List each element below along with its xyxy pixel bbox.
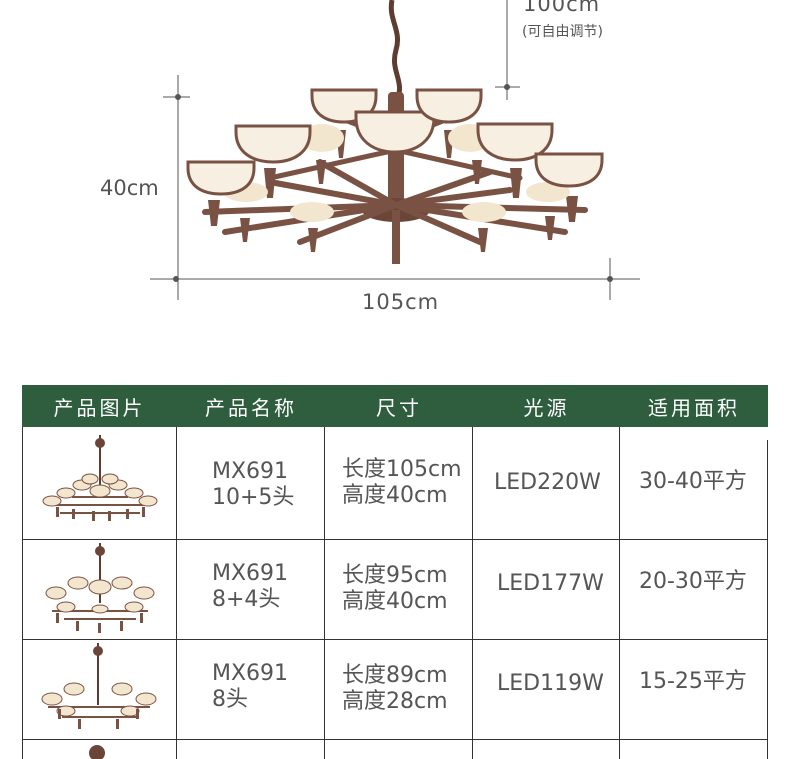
light-source: LED119W	[497, 671, 604, 696]
model-heads: 8头	[212, 687, 248, 712]
area-value: 20-30平方	[639, 569, 747, 594]
height-value: 高度40cm	[342, 589, 448, 614]
width-label: 105cm	[362, 290, 440, 314]
product-thumbnail	[41, 643, 157, 729]
height-value: 高度40cm	[342, 483, 448, 508]
height-adjust-note: (可自由调节)	[522, 24, 603, 40]
height-adjust-label: 100cm	[523, 0, 601, 16]
length-value: 长度95cm	[342, 563, 448, 588]
chandelier-dimension-diagram	[150, 0, 640, 300]
table-row: MX691 8+4头 长度95cm 高度40cm LED177W 20-30平方	[22, 539, 768, 639]
header-area: 适用面积	[648, 395, 740, 420]
chain	[388, 0, 402, 99]
product-thumbnail	[45, 543, 155, 633]
area-value: 15-25平方	[639, 669, 747, 694]
header-name: 产品名称	[205, 395, 297, 420]
model-heads: 10+5头	[212, 485, 295, 510]
table-header: 产品图片 产品名称 尺寸 光源 适用面积	[22, 385, 768, 427]
table-row: MX691 8头 长度89cm 高度28cm LED119W 15-25平方	[22, 639, 768, 739]
height-value: 高度28cm	[342, 689, 448, 714]
model-name: MX691	[212, 459, 289, 484]
model-name: MX691	[212, 661, 289, 686]
model-name: MX691	[212, 561, 289, 586]
product-thumbnail	[89, 745, 105, 759]
table-row	[22, 739, 768, 759]
height-label: 40cm	[100, 176, 159, 200]
length-value: 长度89cm	[342, 663, 448, 688]
light-source: LED220W	[494, 470, 601, 495]
table-row: MX691 10+5头 长度105cm 高度40cm LED220W 30-40…	[22, 427, 768, 539]
area-value: 30-40平方	[639, 469, 747, 494]
length-value: 长度105cm	[342, 457, 462, 482]
product-thumbnail	[42, 435, 158, 521]
header-size: 尺寸	[376, 395, 422, 420]
header-light: 光源	[523, 395, 570, 420]
spec-table: 产品图片 产品名称 尺寸 光源 适用面积	[22, 385, 768, 759]
model-heads: 8+4头	[212, 587, 281, 612]
header-image: 产品图片	[53, 395, 146, 420]
light-source: LED177W	[497, 571, 604, 596]
